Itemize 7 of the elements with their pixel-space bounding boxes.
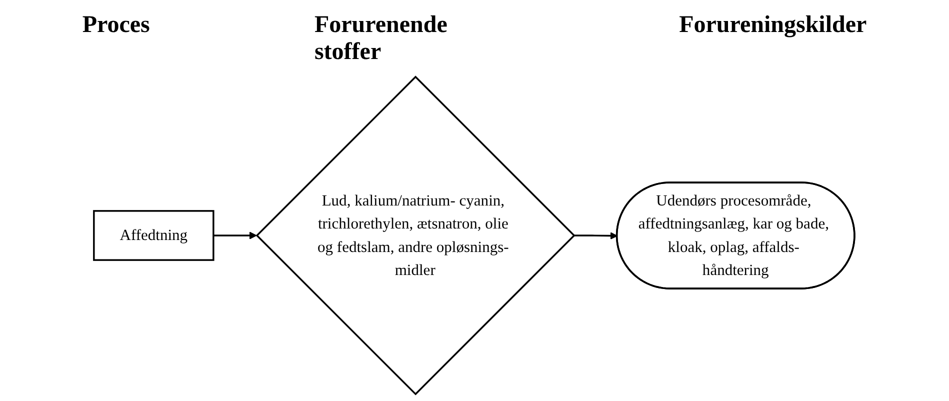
column-heading: Forureningskilder	[679, 12, 867, 39]
arrow	[214, 232, 258, 240]
column-heading: Proces	[82, 12, 150, 39]
node-box: Affedtning	[93, 210, 215, 261]
arrow	[574, 232, 618, 240]
node-diamond: Lud, kalium/natrium- cyanin, trichlorethylen, ætsnatron, olie og fedtslam, andre opløsnings- midler	[256, 76, 576, 396]
column-heading: Forurenende stoffer	[314, 12, 448, 66]
